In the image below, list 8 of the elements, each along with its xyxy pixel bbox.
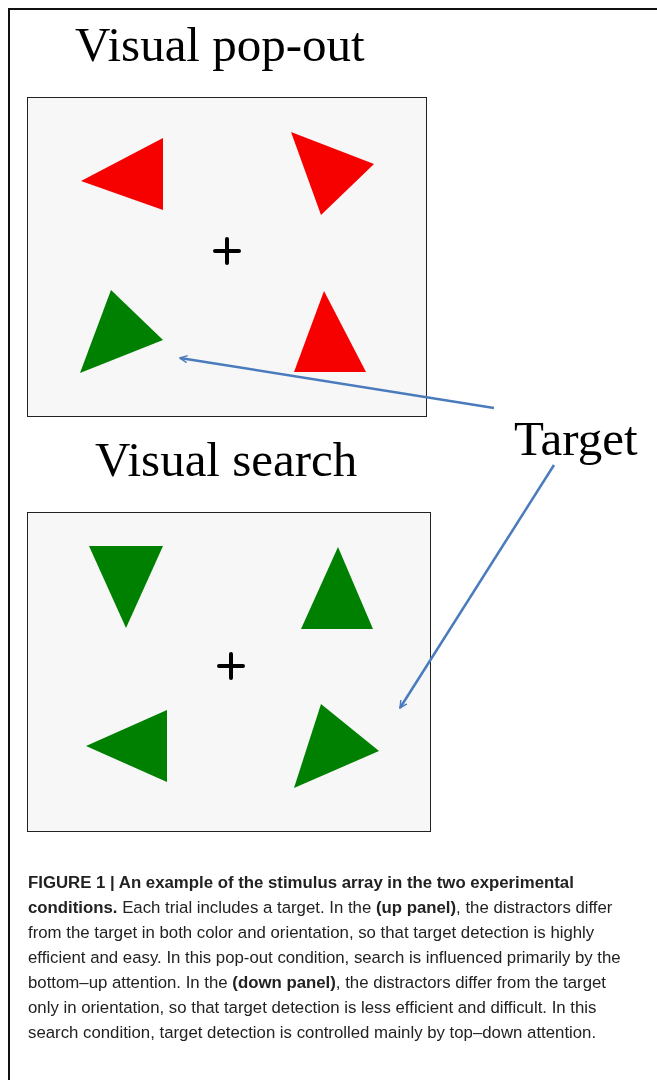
triangle-icon: [294, 704, 379, 788]
arrow: [179, 354, 495, 410]
triangle-icon: [80, 290, 163, 373]
figure-caption: FIGURE 1 | An example of the stimulus array in the two experimental conditions. Each trial includes a target. In the (up panel), the distractors differ from the target in both color and orientation, so that target detection is highly efficient and easy. In this pop-out condition, search is influenced primarily by the bottom–up attention. In the (down panel), the distractors differ from the target only in orientation, so that target detection is less efficient and difficult. In this search condition, target detection is controlled mainly by top–down attention.: [28, 872, 622, 1044]
arrow: [398, 464, 556, 709]
panel-heading: Visual pop-out: [75, 20, 365, 69]
target-label: Target: [514, 414, 638, 463]
panel-heading: Visual search: [95, 435, 358, 484]
